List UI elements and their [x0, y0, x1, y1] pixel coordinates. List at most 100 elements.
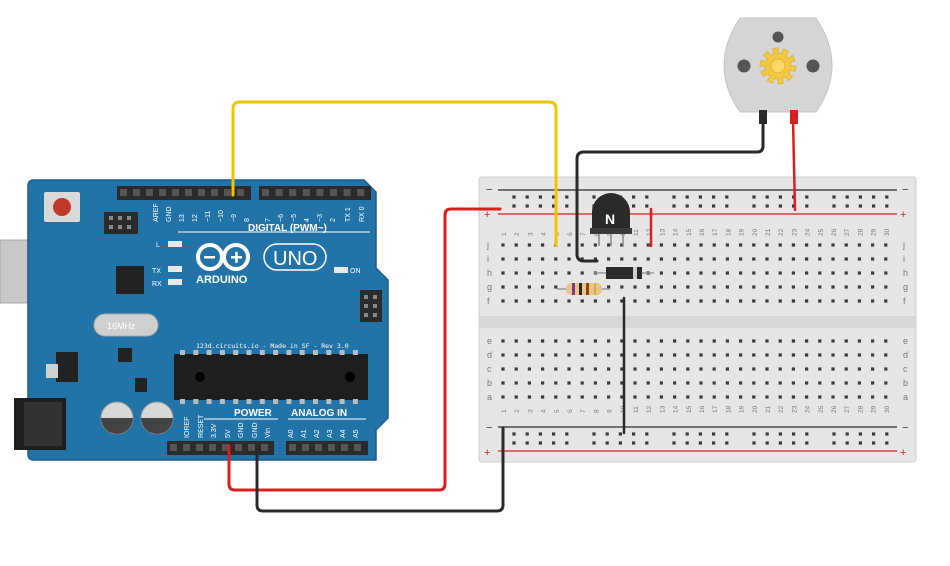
breadboard-hole[interactable] — [844, 285, 848, 289]
breadboard-hole[interactable] — [844, 367, 848, 371]
rail-hole[interactable] — [672, 432, 676, 436]
breadboard-hole[interactable] — [805, 271, 809, 275]
breadboard-hole[interactable] — [805, 395, 809, 399]
breadboard-hole[interactable] — [686, 299, 690, 303]
breadboard-hole[interactable] — [659, 285, 663, 289]
breadboard-hole[interactable] — [844, 381, 848, 385]
breadboard-hole[interactable] — [844, 395, 848, 399]
breadboard-hole[interactable] — [607, 395, 611, 399]
breadboard-hole[interactable] — [659, 367, 663, 371]
breadboard-hole[interactable] — [844, 271, 848, 275]
breadboard-hole[interactable] — [818, 353, 822, 357]
breadboard-hole[interactable] — [620, 299, 624, 303]
rail-hole[interactable] — [805, 195, 809, 199]
header-pin[interactable] — [315, 444, 322, 451]
rail-hole[interactable] — [698, 432, 702, 436]
breadboard-hole[interactable] — [884, 299, 888, 303]
breadboard-hole[interactable] — [699, 243, 703, 247]
header-pin[interactable] — [316, 189, 324, 196]
rail-hole[interactable] — [872, 441, 876, 445]
breadboard-hole[interactable] — [699, 299, 703, 303]
breadboard-hole[interactable] — [580, 395, 584, 399]
breadboard-hole[interactable] — [567, 299, 571, 303]
breadboard-hole[interactable] — [818, 367, 822, 371]
breadboard-hole[interactable] — [725, 299, 729, 303]
breadboard-hole[interactable] — [844, 257, 848, 261]
breadboard-hole[interactable] — [857, 299, 861, 303]
rail-hole[interactable] — [672, 204, 676, 208]
header-pin[interactable] — [183, 444, 190, 451]
breadboard-hole[interactable] — [884, 381, 888, 385]
header-pin[interactable] — [224, 189, 231, 196]
rail-hole[interactable] — [538, 204, 542, 208]
breadboard-hole[interactable] — [554, 381, 558, 385]
breadboard-hole[interactable] — [831, 381, 835, 385]
rail-hole[interactable] — [712, 204, 716, 208]
rail-hole[interactable] — [792, 204, 796, 208]
breadboard-hole[interactable] — [739, 257, 743, 261]
breadboard-hole[interactable] — [686, 381, 690, 385]
rail-hole[interactable] — [512, 204, 516, 208]
breadboard-hole[interactable] — [831, 285, 835, 289]
breadboard-hole[interactable] — [541, 243, 545, 247]
header-pin[interactable] — [289, 444, 296, 451]
breadboard-hole[interactable] — [765, 257, 769, 261]
breadboard-hole[interactable] — [791, 243, 795, 247]
breadboard-hole[interactable] — [871, 367, 875, 371]
breadboard-hole[interactable] — [527, 285, 531, 289]
breadboard-hole[interactable] — [739, 271, 743, 275]
header-pin[interactable] — [211, 189, 218, 196]
rail-hole[interactable] — [832, 195, 836, 199]
header-pin[interactable] — [159, 189, 166, 196]
rail-hole[interactable] — [685, 195, 689, 199]
rail-hole[interactable] — [565, 432, 569, 436]
rail-hole[interactable] — [845, 204, 849, 208]
breadboard-hole[interactable] — [673, 381, 677, 385]
breadboard-hole[interactable] — [871, 299, 875, 303]
breadboard-hole[interactable] — [739, 353, 743, 357]
breadboard-hole[interactable] — [686, 395, 690, 399]
breadboard-hole[interactable] — [580, 367, 584, 371]
breadboard-hole[interactable] — [527, 353, 531, 357]
header-pin[interactable] — [198, 189, 205, 196]
breadboard-hole[interactable] — [554, 257, 558, 261]
breadboard-hole[interactable] — [844, 299, 848, 303]
breadboard-hole[interactable] — [831, 257, 835, 261]
rail-hole[interactable] — [712, 432, 716, 436]
breadboard-hole[interactable] — [712, 381, 716, 385]
breadboard-hole[interactable] — [501, 367, 505, 371]
breadboard-hole[interactable] — [884, 395, 888, 399]
breadboard-hole[interactable] — [620, 353, 624, 357]
breadboard-hole[interactable] — [501, 381, 505, 385]
breadboard-hole[interactable] — [712, 395, 716, 399]
rail-hole[interactable] — [632, 432, 636, 436]
rail-hole[interactable] — [885, 195, 889, 199]
breadboard-hole[interactable] — [501, 271, 505, 275]
header-pin[interactable] — [146, 189, 153, 196]
breadboard-hole[interactable] — [686, 271, 690, 275]
rail-hole[interactable] — [845, 441, 849, 445]
breadboard-hole[interactable] — [765, 243, 769, 247]
breadboard-hole[interactable] — [620, 243, 624, 247]
breadboard-hole[interactable] — [699, 271, 703, 275]
rail-hole[interactable] — [832, 204, 836, 208]
rail-hole[interactable] — [712, 195, 716, 199]
breadboard-hole[interactable] — [805, 353, 809, 357]
breadboard-hole[interactable] — [686, 257, 690, 261]
breadboard-hole[interactable] — [752, 381, 756, 385]
breadboard-hole[interactable] — [778, 353, 782, 357]
breadboard-hole[interactable] — [593, 395, 597, 399]
breadboard-hole[interactable] — [501, 339, 505, 343]
breadboard-hole[interactable] — [646, 395, 650, 399]
breadboard-hole[interactable] — [752, 353, 756, 357]
breadboard-hole[interactable] — [580, 299, 584, 303]
breadboard-hole[interactable] — [857, 395, 861, 399]
breadboard-hole[interactable] — [712, 339, 716, 343]
rail-hole[interactable] — [885, 204, 889, 208]
breadboard-hole[interactable] — [567, 243, 571, 247]
breadboard-hole[interactable] — [725, 367, 729, 371]
breadboard-hole[interactable] — [818, 381, 822, 385]
breadboard-hole[interactable] — [831, 271, 835, 275]
rail-hole[interactable] — [725, 195, 729, 199]
breadboard-hole[interactable] — [593, 381, 597, 385]
